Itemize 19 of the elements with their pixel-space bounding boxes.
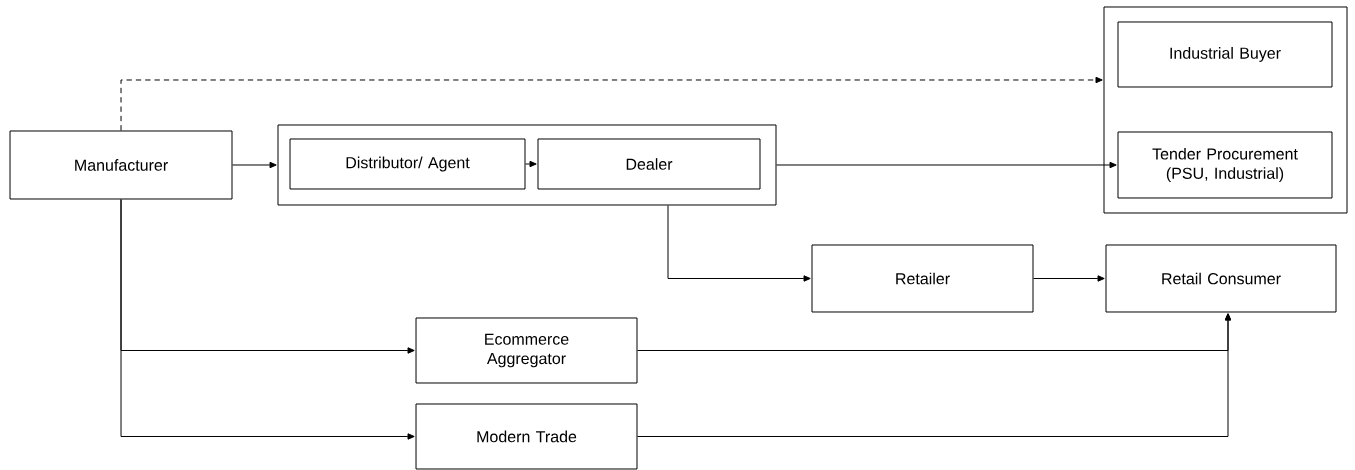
arrow (525, 160, 537, 168)
process-box: Ecommerce Aggregator (415, 317, 638, 384)
container-box (1103, 6, 1348, 214)
container-box (277, 124, 777, 206)
process-box: Distributor/ Agent (289, 138, 526, 190)
process-box: Retailer (811, 244, 1034, 313)
arrow (776, 161, 1117, 169)
arrow (667, 205, 811, 282)
arrow (1033, 275, 1105, 282)
arrow (120, 76, 1103, 131)
process-box: Modern Trade (415, 403, 638, 470)
process-box: Dealer (537, 138, 761, 190)
arrow (232, 161, 277, 169)
arrow (120, 199, 415, 440)
arrow (637, 313, 1232, 437)
process-box: Manufacturer (9, 130, 233, 200)
process-box: Retail Consumer (1105, 244, 1337, 313)
process-box: Tender Procurement (PSU, Industrial) (1117, 131, 1333, 199)
process-box: Industrial Buyer (1117, 21, 1333, 88)
